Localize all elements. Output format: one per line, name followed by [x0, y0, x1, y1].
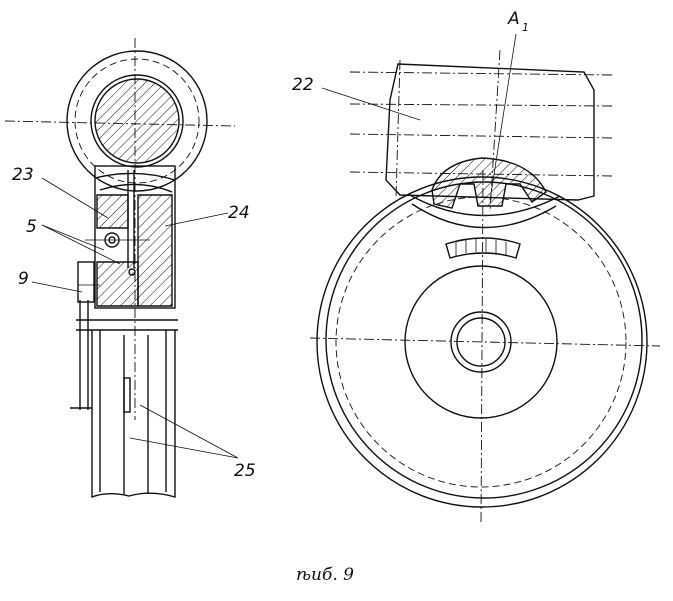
leader-5b [41, 224, 121, 265]
wheel-hub-outer [404, 265, 558, 419]
leader-25b [129, 437, 239, 459]
right-front-view [309, 33, 661, 526]
labels: A 1 22 23 24 5 9 25 ѣиб. 9 [12, 9, 529, 585]
label-9: 9 [18, 269, 29, 289]
top-ring-dashed [74, 58, 200, 184]
shoe-arc-2 [411, 203, 557, 229]
block-22 [385, 63, 595, 201]
block-22-line-1 [349, 71, 613, 76]
leader-5a [41, 224, 105, 251]
label-5: 5 [26, 217, 37, 237]
left-side-section-view [4, 38, 239, 499]
leader-24 [164, 212, 229, 227]
leg-slot [123, 377, 131, 413]
leader-23 [41, 177, 109, 219]
block-22-line-2 [349, 103, 613, 107]
hatched-section-23 [96, 194, 129, 229]
shoe-arc [407, 193, 561, 217]
block-22-line-3 [349, 133, 613, 139]
top-ring-inner [90, 74, 184, 168]
label-22: 22 [292, 75, 314, 95]
hatched-section-lower [96, 261, 139, 307]
wheel-outer-2 [325, 181, 643, 499]
ring-horizontal-centerline [4, 120, 236, 127]
hub-bore-outer [450, 311, 512, 373]
block-22-axis-2 [395, 59, 401, 199]
hatched-shaft [94, 78, 180, 164]
leader-9 [31, 281, 83, 293]
small-screw-circle [128, 268, 136, 276]
hatched-shoe [431, 157, 547, 209]
body-top-curve [94, 172, 176, 181]
label-a1-subscript: 1 [522, 21, 529, 34]
body-block-outline [94, 165, 176, 309]
legs-25-outline [91, 330, 176, 499]
tooth-segment [445, 237, 521, 259]
wheel-horizontal-centerline [309, 337, 661, 347]
leader-a1 [489, 33, 517, 201]
hub-bore-inner [456, 317, 506, 367]
label-24: 24 [228, 203, 250, 223]
body-top-curve-2 [99, 183, 173, 193]
figure-caption: ѣиб. 9 [296, 565, 354, 585]
label-25: 25 [234, 461, 256, 481]
clip-9 [77, 261, 95, 303]
label-23: 23 [12, 165, 34, 185]
hatched-section-24 [137, 194, 173, 307]
wheel-vertical-centerline [480, 169, 484, 526]
leader-22 [321, 87, 421, 121]
leader-25a [139, 404, 239, 459]
wheel-outer [316, 176, 648, 508]
top-ring-outer [66, 50, 208, 192]
label-a1: A [507, 9, 520, 29]
